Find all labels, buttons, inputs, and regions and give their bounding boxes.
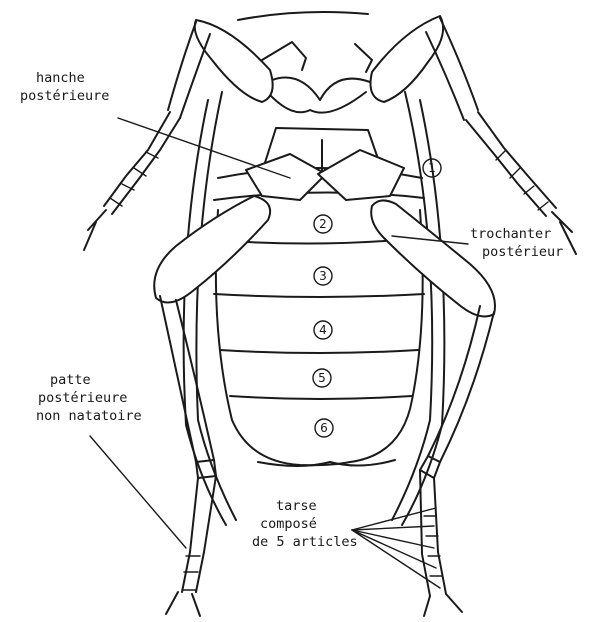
segment-number: 1 [428,161,436,175]
patte-label-line-3: non natatoire [36,408,142,424]
label-hanche: hanche postérieure [20,70,109,104]
tarse-label-line-1: tarse [276,498,317,514]
hanche-leader [118,118,290,178]
segment-6: 6 [315,419,333,437]
patte-label-line-1: patte [50,372,91,388]
segment-3: 3 [314,267,332,285]
segment-number: 5 [318,371,326,385]
segment-number: 3 [319,269,327,283]
patte-leader [90,436,186,548]
tarse-label-line-3: de 5 articles [252,534,358,550]
segment-4: 4 [314,321,332,339]
hanche-label-line-1: hanche [36,70,85,86]
label-tarse: tarse composé de 5 articles [252,498,358,550]
tarse-label-line-2: composé [260,516,317,532]
segment-2: 2 [314,215,332,233]
segment-number: 6 [320,421,328,435]
segment-line [214,294,424,297]
trochanter-label-line-1: trochanter [470,226,551,242]
tarse-leader [352,530,436,568]
hanche-label-line-2: postérieure [20,88,109,104]
patte-label-line-2: postérieure [38,390,127,406]
trochanter-label-line-2: postérieur [482,244,563,260]
segment-5: 5 [313,369,331,387]
label-trochanter: trochanter postérieur [470,226,563,260]
segment-number: 4 [319,323,327,337]
segment-1: 1 [423,159,441,177]
label-patte: patte postérieure non natatoire [36,372,142,424]
tarse-leader [352,530,440,588]
segment-line [220,350,418,353]
segment-line [230,396,412,399]
segment-number: 2 [319,217,327,231]
